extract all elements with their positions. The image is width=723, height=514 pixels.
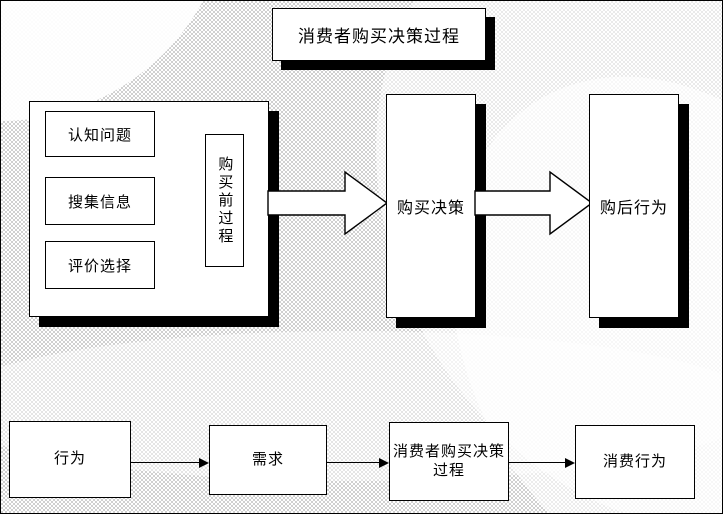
- sub-box-cognize-problem: 认知问题: [45, 111, 155, 157]
- arrow-behavior-to-need: [131, 458, 209, 468]
- arrow-need-to-process: [327, 458, 389, 468]
- sub-box-gather-information: 搜集信息: [45, 177, 155, 225]
- arrow-process-to-consumption: [509, 458, 575, 468]
- flow-box-behavior: 行为: [9, 421, 131, 498]
- flow-box-consumption-behavior: 消费行为: [575, 425, 695, 499]
- prepurchase-vertical-label-box: 购买前过程: [205, 134, 244, 267]
- flow-box-need: 需求: [209, 425, 327, 495]
- sub-box-evaluate-choice: 评价选择: [45, 241, 155, 289]
- stage-box-purchase-decision: 购买决策: [386, 94, 476, 318]
- stage-box-postpurchase-behavior: 购后行为: [589, 94, 679, 318]
- arrow-prepurchase-to-decision: [267, 169, 389, 237]
- flow-box-consumer-decision-process: 消费者购买决策过程: [389, 422, 509, 501]
- arrow-decision-to-postpurchase: [474, 169, 594, 237]
- title-box: 消费者购买决策过程: [272, 8, 486, 61]
